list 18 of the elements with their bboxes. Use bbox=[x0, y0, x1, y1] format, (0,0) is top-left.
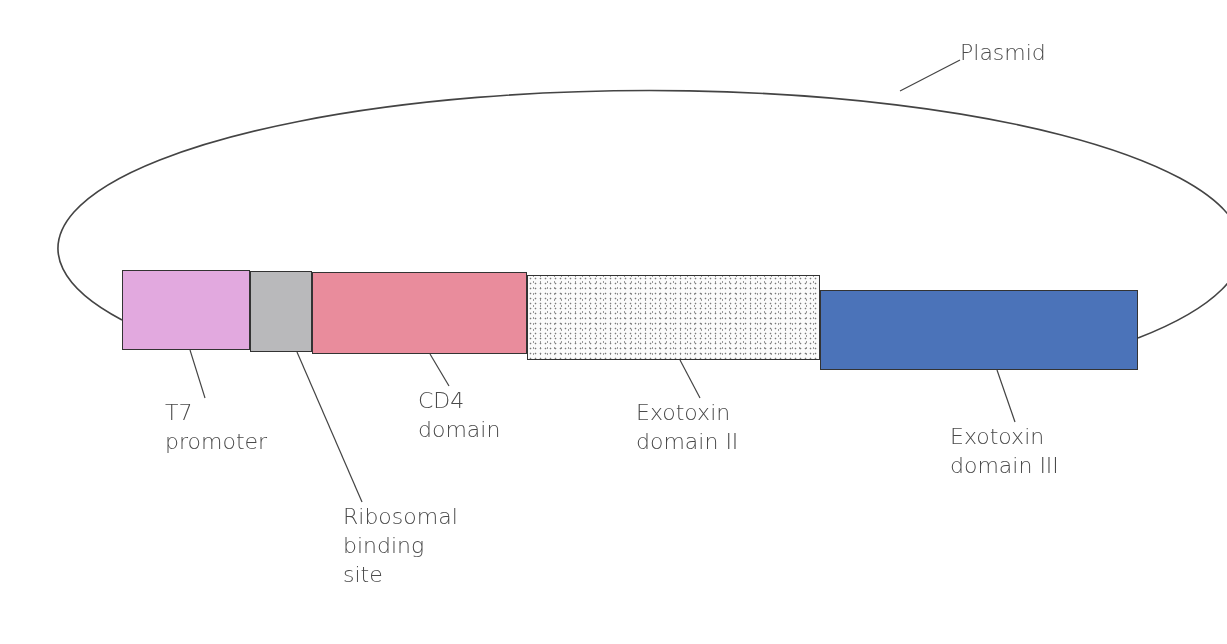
gene-segment bbox=[250, 271, 312, 352]
part-label: Ribosomal binding site bbox=[343, 503, 459, 589]
part-label: CD4 domain bbox=[418, 387, 502, 444]
gene-segment bbox=[312, 272, 527, 354]
part-label: Plasmid bbox=[960, 39, 1047, 67]
gene-segment bbox=[527, 275, 820, 360]
gene-segment bbox=[820, 290, 1138, 370]
part-label: Exotoxin domain III bbox=[950, 423, 1060, 480]
leader-line bbox=[679, 359, 701, 399]
leader-line bbox=[296, 351, 363, 503]
part-label: Exotoxin domain II bbox=[636, 399, 740, 456]
part-label: T7 promoter bbox=[165, 399, 269, 456]
leader-line bbox=[189, 349, 206, 399]
leader-line bbox=[429, 353, 450, 387]
leader-line bbox=[996, 369, 1016, 423]
gene-segment bbox=[122, 270, 250, 350]
leader-line bbox=[899, 59, 961, 92]
plasmid-loop bbox=[57, 89, 1227, 339]
